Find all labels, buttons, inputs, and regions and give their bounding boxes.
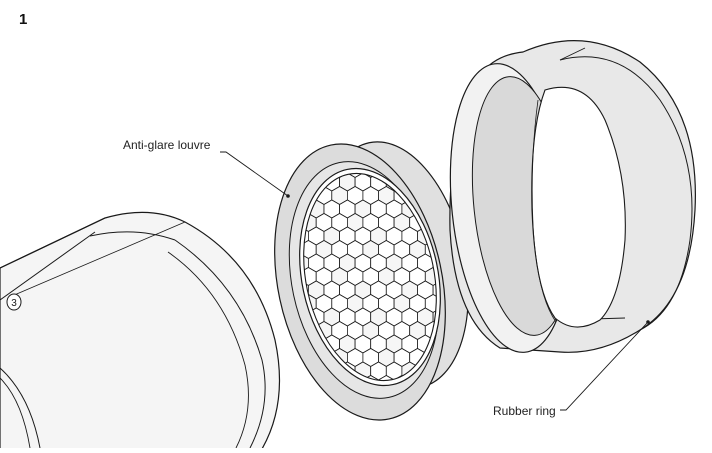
honeycomb-cell xyxy=(285,160,294,165)
honeycomb-cell xyxy=(417,160,434,165)
honeycomb-cell xyxy=(316,403,332,421)
honeycomb-cell xyxy=(301,403,317,421)
louvre-leader-line xyxy=(220,151,289,197)
honeycomb-cell xyxy=(285,403,301,421)
honeycomb-cell xyxy=(457,403,473,421)
svg-text:3: 3 xyxy=(11,298,17,309)
honeycomb-cell xyxy=(432,160,450,165)
honeycomb-cell xyxy=(285,375,302,394)
louvre-leader-dot xyxy=(286,194,290,198)
lamp-body: 3 xyxy=(0,211,281,448)
rubber-ring xyxy=(449,40,696,353)
honeycomb-cell xyxy=(285,334,294,354)
rubber-ring-label: Rubber ring xyxy=(493,404,556,418)
step-number: 1 xyxy=(19,11,28,28)
honeycomb-cell xyxy=(307,388,325,394)
honeycomb-cell xyxy=(457,349,473,367)
honeycomb-cell xyxy=(292,388,309,394)
honeycomb-cell xyxy=(457,376,473,394)
honeycomb-cell xyxy=(425,403,441,421)
honeycomb-cell xyxy=(448,388,455,394)
honeycomb-cell xyxy=(441,403,457,421)
honeycomb-cell xyxy=(432,388,450,394)
rubber-ring-leader-line xyxy=(560,321,649,411)
anti-glare-louvre-label: Anti-glare louvre xyxy=(123,138,211,152)
callout-leaders xyxy=(220,151,650,411)
anti-glare-louvre xyxy=(274,141,473,421)
honeycomb-cell xyxy=(440,375,455,394)
lens-marking: 3 xyxy=(6,293,22,311)
rubber-ring-leader-dot xyxy=(646,320,650,324)
